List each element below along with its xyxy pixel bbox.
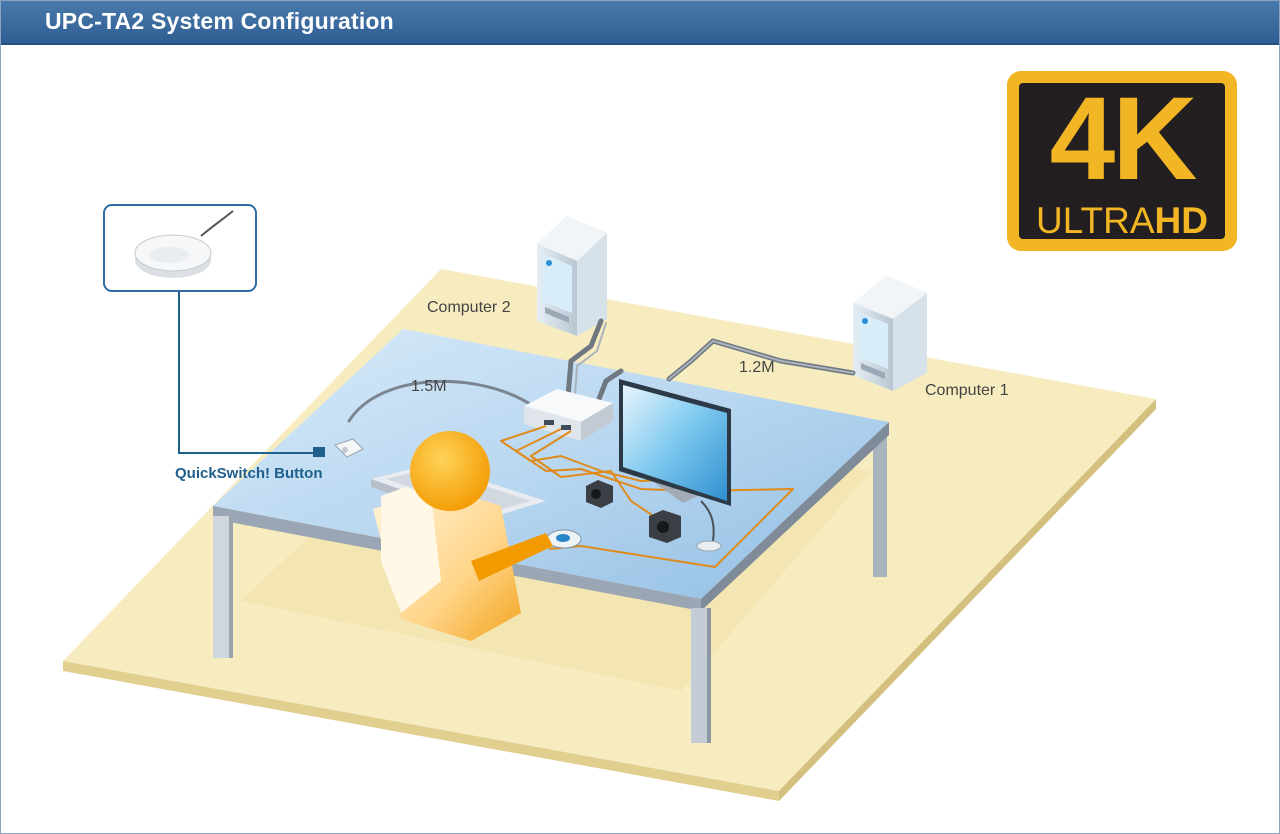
computer-2-tower (537, 216, 607, 336)
cable-length-1-5m-label: 1.5M (411, 378, 447, 395)
callout-line (178, 291, 313, 454)
computer-1-label: Computer 1 (925, 382, 1009, 399)
quickswitch-label: QuickSwitch! Button (175, 465, 323, 482)
hd-text: HD (1154, 200, 1208, 241)
monitor (619, 379, 731, 506)
page-title: UPC-TA2 System Configuration (45, 8, 394, 34)
ultra-hd-logo-text: ULTRAHD (1021, 200, 1223, 241)
person (373, 431, 553, 641)
desk-microphone (696, 500, 722, 552)
computer-cables (347, 318, 856, 423)
desk-legs-front (213, 516, 711, 743)
cable-length-1-2m-label: 1.2M (739, 359, 775, 376)
speakers (586, 480, 681, 543)
quickswitch-desk-button (313, 438, 364, 458)
quickswitch-callout (103, 204, 257, 292)
4k-logo-text: 4K (1049, 73, 1198, 205)
mouse (546, 529, 582, 549)
computer-2-label: Computer 2 (427, 299, 511, 316)
kvm-switch (524, 389, 613, 441)
title-bar: UPC-TA2 System Configuration (1, 1, 1279, 45)
computer-1-tower (853, 276, 927, 391)
4k-logo-inner: 4K ULTRAHD (1019, 79, 1225, 241)
4k-ultra-hd-logo: 4K ULTRAHD (1007, 71, 1237, 251)
ultra-text: ULTRA (1035, 200, 1155, 241)
